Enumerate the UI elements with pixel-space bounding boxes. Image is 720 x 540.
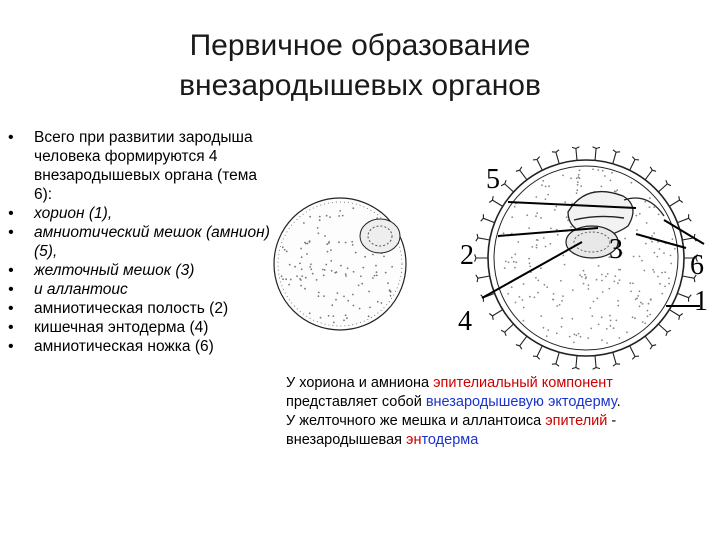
caption-line-2: представляет собой внезародышевую эктоде… bbox=[286, 394, 621, 410]
caption-line-1: У хориона и амниона эпителиальный компон… bbox=[286, 375, 613, 391]
bullet-item: желточный мешок (3) bbox=[8, 261, 278, 280]
label-6: 6 bbox=[690, 250, 704, 281]
bullet-list: Всего при развитии зародыша человека фор… bbox=[8, 128, 278, 356]
caption-line-4: внезародышевая энтодерма bbox=[286, 432, 479, 448]
label-5: 5 bbox=[486, 164, 500, 195]
blastocyst-drawing bbox=[273, 197, 407, 331]
label-2: 2 bbox=[460, 240, 474, 271]
bullet-item: амниотическая ножка (6) bbox=[8, 337, 278, 356]
bullet-item: Всего при развитии зародыша человека фор… bbox=[8, 128, 278, 204]
bullet-item: хорион (1), bbox=[8, 204, 278, 223]
label-3: 3 bbox=[609, 234, 623, 265]
pointer-lines bbox=[481, 201, 705, 307]
caption: У хориона и амниона эпителиальный компон… bbox=[286, 374, 718, 450]
embryo-diagram: 5 2 3 4 6 1 bbox=[273, 146, 708, 370]
page-title: Первичное образование внезародышевых орг… bbox=[0, 26, 720, 106]
bullet-item: кишечная энтодерма (4) bbox=[8, 318, 278, 337]
title-line-2: внезародышевых органов bbox=[179, 69, 541, 102]
bullet-item: амниотическая полость (2) bbox=[8, 299, 278, 318]
label-1: 1 bbox=[694, 286, 708, 317]
label-4: 4 bbox=[458, 306, 472, 337]
title-line-1: Первичное образование bbox=[189, 29, 531, 62]
bullet-item: амниотический мешок (амнион) (5), bbox=[8, 223, 278, 261]
caption-line-3: У желточного же мешка и аллантоиса эпите… bbox=[286, 413, 617, 429]
embryo-drawing bbox=[474, 146, 698, 370]
bullet-item: и аллантоис bbox=[8, 280, 278, 299]
